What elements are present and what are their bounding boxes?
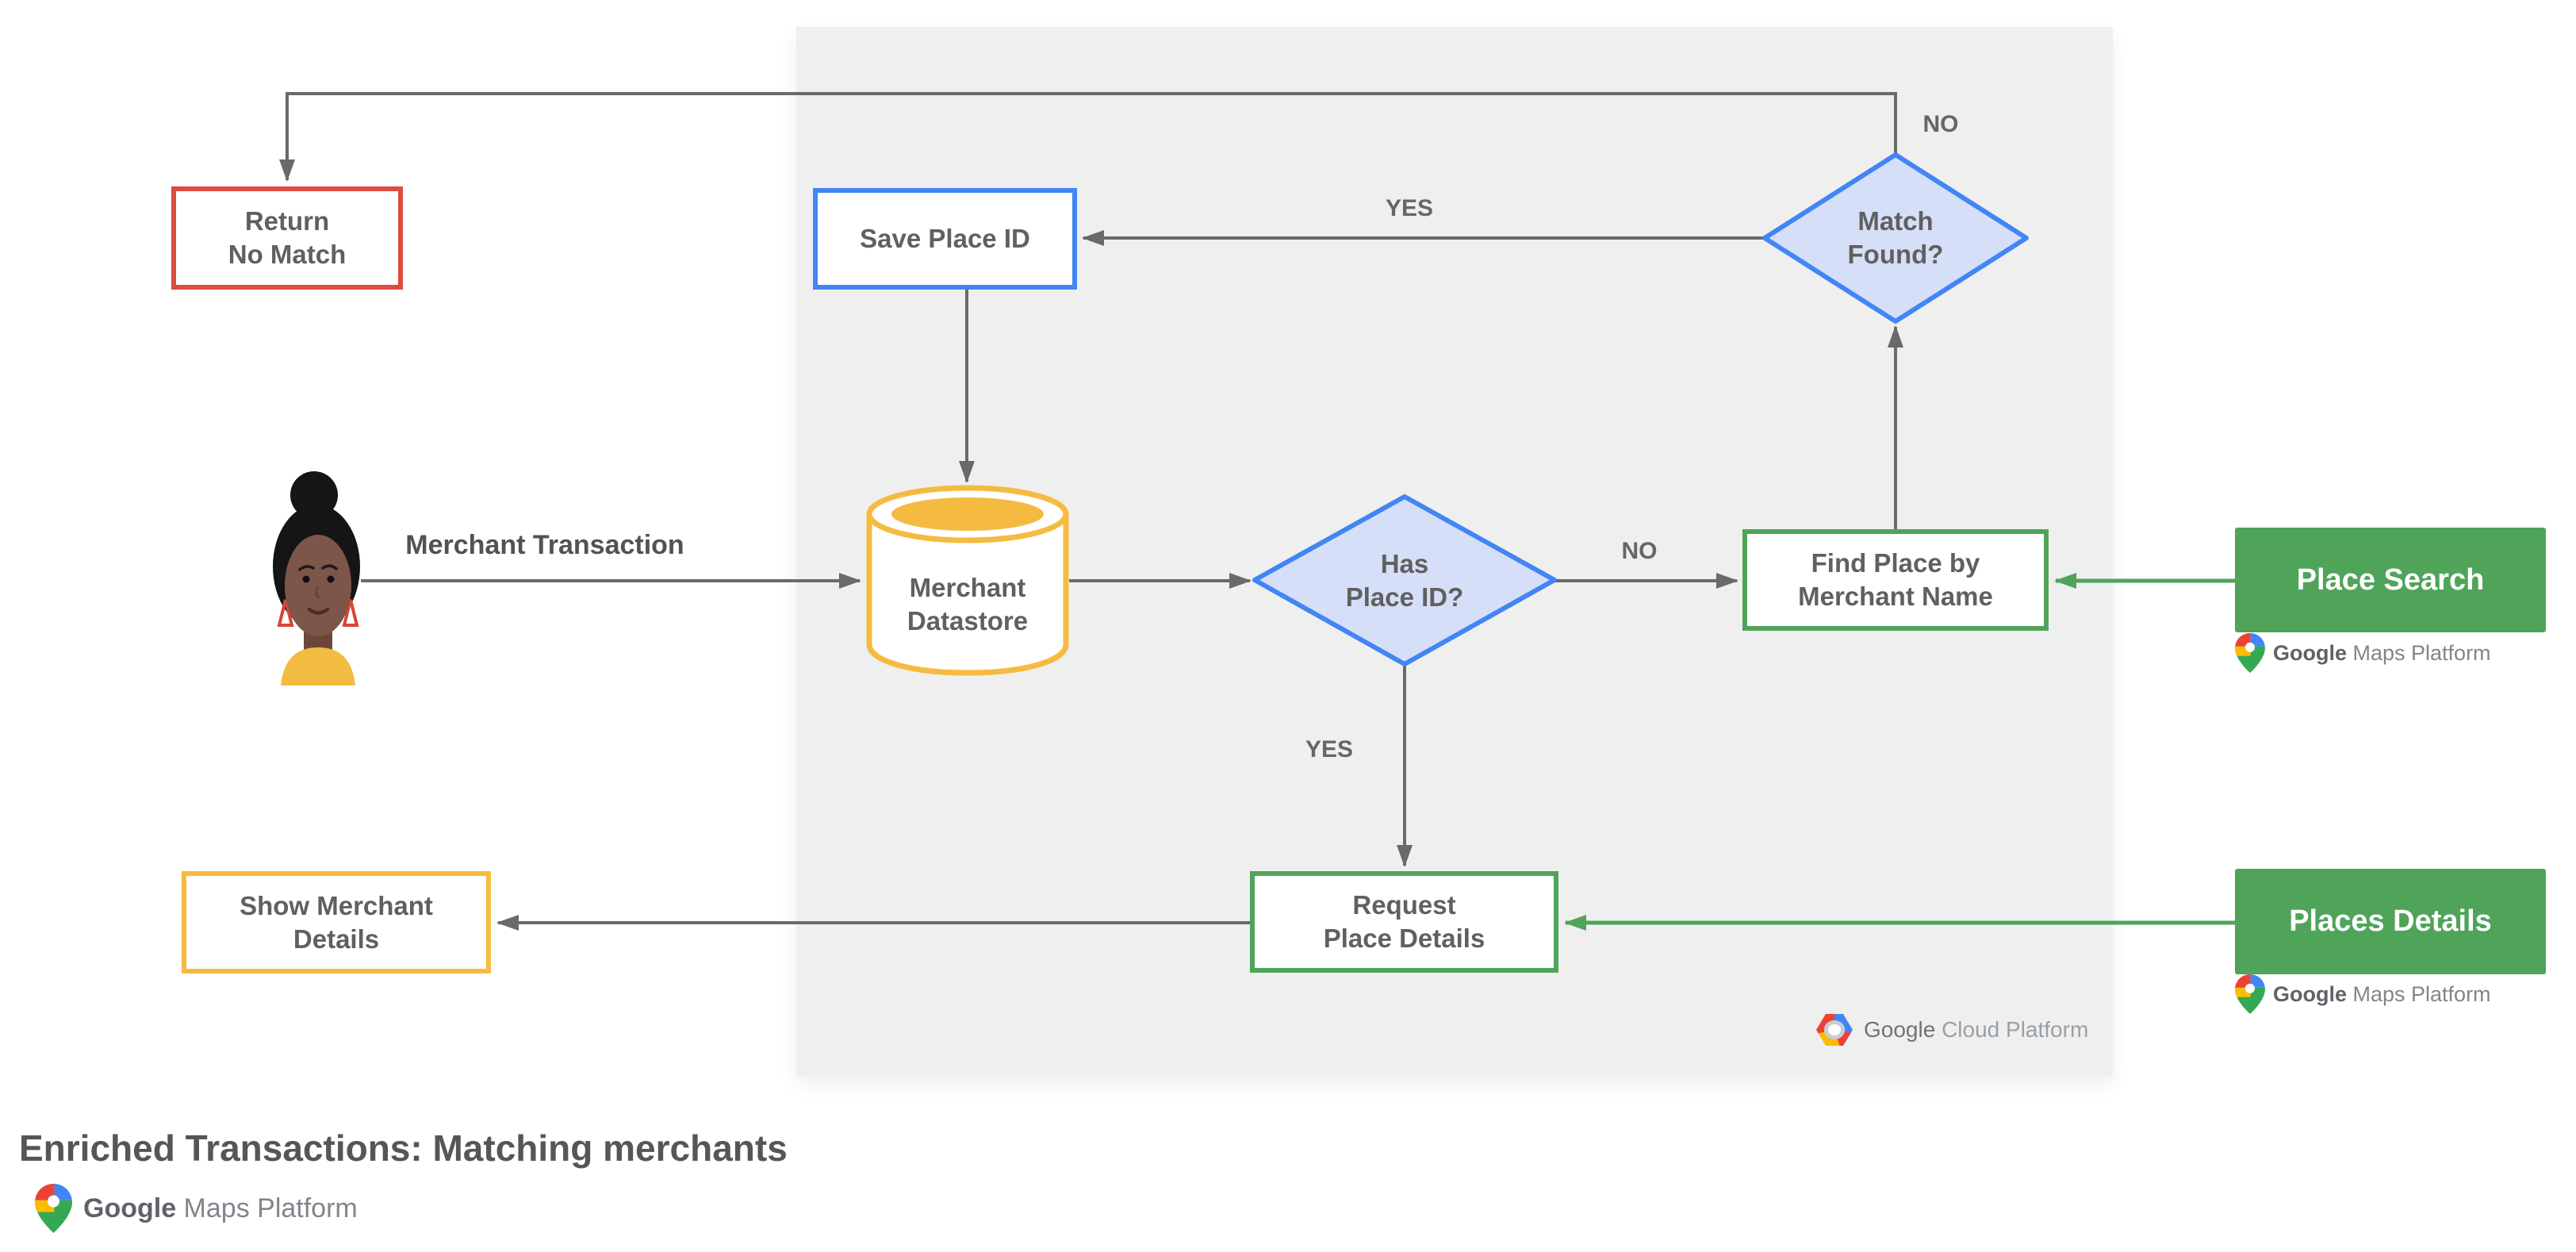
find-place-by-merchant-name-box: Find Place by Merchant Name bbox=[1742, 529, 2049, 631]
merchant-datastore-line2: Datastore bbox=[907, 605, 1029, 636]
has-place-id-no-label: NO bbox=[1621, 538, 1658, 564]
has-place-id-line1: Has bbox=[1380, 549, 1429, 578]
gmp-google-word: Google bbox=[2273, 640, 2347, 665]
place-search-api-box: Place Search bbox=[2235, 528, 2546, 632]
show-merchant-details-box: Show Merchant Details bbox=[182, 871, 491, 974]
avatar-nose bbox=[315, 586, 320, 599]
return-no-match-label-line2: No Match bbox=[228, 240, 347, 269]
show-merchant-details-label-line1: Show Merchant bbox=[240, 890, 433, 920]
has-place-id-label: Has Place ID? bbox=[1286, 547, 1524, 614]
find-place-label-line2: Merchant Name bbox=[1798, 582, 1993, 611]
request-place-details-box: Request Place Details bbox=[1250, 871, 1558, 973]
match-found-yes-label: YES bbox=[1385, 195, 1434, 221]
gmp-rest-words: Maps Platform bbox=[2347, 640, 2491, 665]
save-place-id-label: Save Place ID bbox=[860, 224, 1030, 254]
places-details-api-box: Places Details bbox=[2235, 869, 2546, 974]
avatar-shirt bbox=[281, 647, 355, 686]
show-merchant-details-label-line2: Details bbox=[293, 924, 380, 954]
has-place-id-yes-label: YES bbox=[1305, 736, 1354, 762]
gcp-google-word: Google bbox=[1864, 1017, 1936, 1042]
avatar-earring-right bbox=[342, 599, 359, 627]
merchant-datastore-line1: Merchant bbox=[909, 573, 1026, 602]
gmp-google-word: Google bbox=[83, 1192, 177, 1223]
gmp-logo-footer: Google Maps Platform bbox=[35, 1184, 358, 1233]
return-no-match-box: Return No Match bbox=[171, 186, 403, 290]
return-no-match-label-line1: Return bbox=[244, 206, 330, 236]
avatar-brow-right bbox=[321, 564, 338, 570]
places-details-label: Places Details bbox=[2289, 904, 2492, 938]
gmp-logo-text: Google Maps Platform bbox=[83, 1193, 358, 1224]
diagram-title: Enriched Transactions: Matching merchant… bbox=[19, 1127, 788, 1169]
merchant-datastore-label: Merchant Datastore bbox=[849, 571, 1087, 638]
avatar-earring-left bbox=[277, 599, 294, 627]
save-place-id-box: Save Place ID bbox=[813, 188, 1077, 290]
gmp-google-word: Google bbox=[2273, 981, 2347, 1006]
gcp-logo: Google Cloud Platform bbox=[1816, 1014, 2088, 1046]
has-place-id-line2: Place ID? bbox=[1345, 582, 1464, 612]
gmp-rest-words: Maps Platform bbox=[176, 1192, 358, 1223]
avatar-bangs bbox=[284, 511, 353, 573]
gmp-rest-words: Maps Platform bbox=[2347, 981, 2491, 1006]
request-place-details-label-line2: Place Details bbox=[1323, 924, 1485, 953]
place-search-label: Place Search bbox=[2296, 563, 2485, 597]
gmp-logo-place-search: Google Maps Platform bbox=[2235, 633, 2491, 673]
gmp-logo-places-details: Google Maps Platform bbox=[2235, 974, 2491, 1014]
find-place-label-line1: Find Place by bbox=[1811, 548, 1980, 578]
match-found-label: Match Found? bbox=[1777, 205, 2014, 271]
avatar-mouth bbox=[307, 607, 330, 615]
request-place-details-label-line1: Request bbox=[1352, 890, 1456, 920]
avatar-eye-left bbox=[302, 575, 310, 583]
google-maps-pin-icon bbox=[2235, 633, 2265, 673]
google-maps-pin-icon bbox=[2235, 974, 2265, 1014]
avatar-brow-left bbox=[298, 565, 315, 571]
google-maps-pin-icon bbox=[35, 1184, 72, 1233]
merchant-person-avatar bbox=[273, 471, 360, 686]
merchant-transaction-edge-label: Merchant Transaction bbox=[405, 530, 684, 560]
google-cloud-hexagon-icon bbox=[1816, 1014, 1853, 1046]
gmp-logo-text: Google Maps Platform bbox=[2273, 641, 2491, 666]
gcp-logo-text: Google Cloud Platform bbox=[1864, 1017, 2088, 1043]
avatar-eye-right bbox=[327, 575, 335, 583]
match-found-line2: Found? bbox=[1847, 239, 1944, 269]
match-found-line1: Match bbox=[1857, 206, 1934, 236]
gcp-rest-words: Cloud Platform bbox=[1935, 1017, 2089, 1042]
match-found-no-label: NO bbox=[1922, 111, 1959, 137]
gmp-logo-text: Google Maps Platform bbox=[2273, 982, 2491, 1007]
avatar-face bbox=[285, 535, 351, 636]
